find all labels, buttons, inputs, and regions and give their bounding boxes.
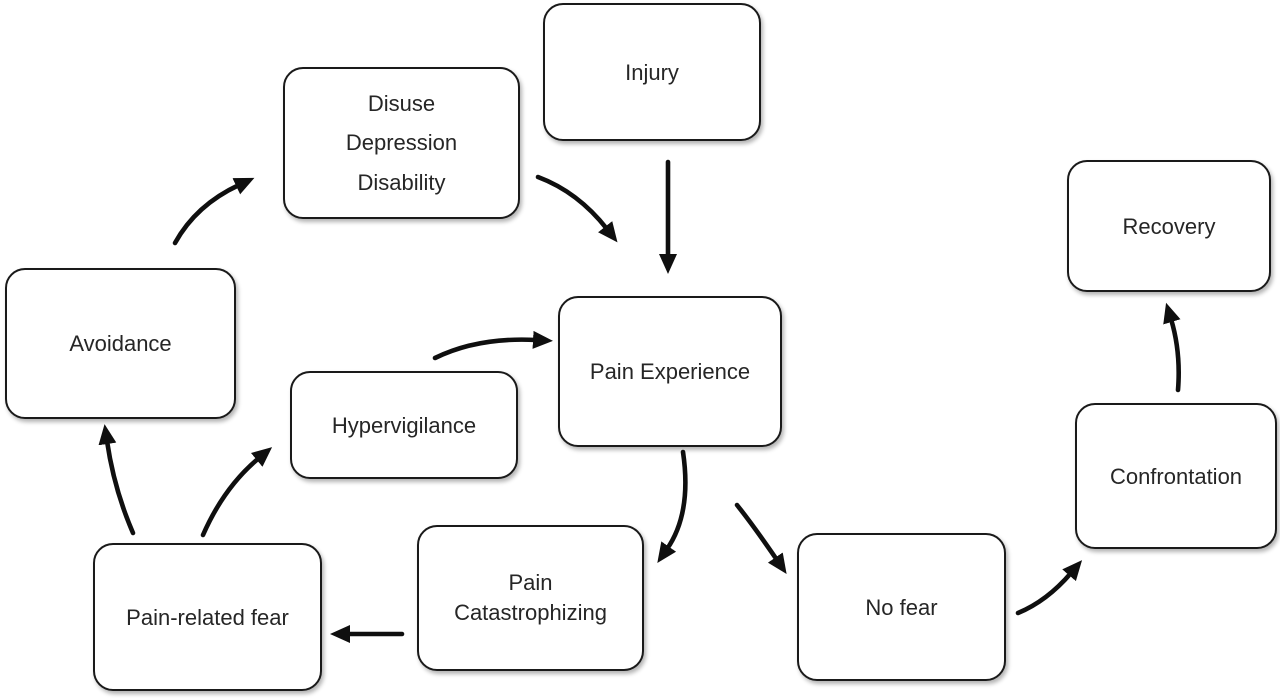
arrow-disuse-to-pain-experience bbox=[535, 174, 618, 243]
arrow-avoidance-to-disuse bbox=[172, 177, 255, 246]
node-pain-related-fear-label: Pain-related fear bbox=[126, 604, 289, 630]
node-disuse-depression-disability: Disuse Depression Disability bbox=[283, 67, 520, 219]
arrow-pain-related-fear-to-hypervigilance bbox=[200, 447, 273, 538]
node-pain-catastrophizing: Pain Catastrophizing bbox=[417, 525, 644, 671]
node-pain-experience: Pain Experience bbox=[558, 296, 782, 447]
node-pain-catastrophizing-label: Pain Catastrophizing bbox=[454, 570, 607, 625]
node-avoidance: Avoidance bbox=[5, 268, 236, 419]
node-recovery-label: Recovery bbox=[1122, 213, 1216, 239]
arrow-pain-experience-to-pain-catastrophizing bbox=[657, 449, 688, 563]
node-injury: Injury bbox=[543, 3, 761, 141]
node-pain-related-fear: Pain-related fear bbox=[93, 543, 322, 691]
node-confrontation-label: Confrontation bbox=[1109, 463, 1243, 489]
arrow-no-fear-to-confrontation bbox=[1015, 560, 1083, 616]
arrow-pain-experience-to-no-fear bbox=[734, 502, 787, 575]
node-injury-label: Injury bbox=[625, 59, 679, 85]
node-pain-experience-label: Pain Experience bbox=[589, 359, 751, 384]
arrow-confrontation-to-recovery bbox=[1163, 302, 1181, 393]
node-disuse-depression-disability-label: Disuse Depression Disability bbox=[345, 91, 458, 195]
node-no-fear: No fear bbox=[797, 533, 1006, 681]
node-hypervigilance: Hypervigilance bbox=[290, 371, 518, 479]
node-hypervigilance-label: Hypervigilance bbox=[331, 412, 477, 438]
node-confrontation: Confrontation bbox=[1075, 403, 1277, 549]
arrow-hypervigilance-to-pain-experience bbox=[432, 330, 553, 361]
arrow-pain-related-fear-to-avoidance bbox=[98, 424, 136, 536]
node-recovery: Recovery bbox=[1067, 160, 1271, 292]
node-no-fear-label: No fear bbox=[865, 594, 938, 620]
node-avoidance-label: Avoidance bbox=[69, 331, 172, 356]
